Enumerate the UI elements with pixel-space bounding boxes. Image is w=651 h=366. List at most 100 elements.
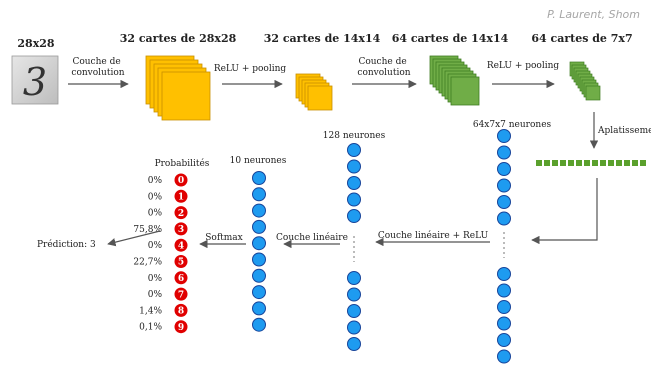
- neuron: [347, 320, 361, 335]
- neuron: [347, 304, 361, 318]
- op-linear1-label: Couche linéaire + ReLU: [378, 230, 489, 241]
- input-digit: 3: [23, 60, 47, 104]
- probability-row: 0%7: [148, 287, 188, 301]
- probability-row: 0% 1: [148, 189, 188, 203]
- op-flatten-label: Aplatissement: [597, 126, 651, 136]
- digit-label: 6: [178, 274, 184, 284]
- op-conv2-line2: convolution: [357, 68, 410, 78]
- neuron: [252, 268, 266, 283]
- conv2-feature-maps: [429, 55, 480, 106]
- digit-badge: [174, 222, 188, 236]
- pool2-feature-maps: [569, 61, 601, 101]
- probability-row: 0% 4: [148, 238, 188, 252]
- probability-row: 0,1% 9: [139, 320, 188, 334]
- neuron: [252, 317, 266, 332]
- neuron: [347, 192, 361, 207]
- digit-badge: [174, 255, 188, 268]
- digit-label: 4: [178, 241, 184, 251]
- prediction-label: Prédiction: 3: [37, 239, 96, 250]
- digit-badge: [174, 189, 188, 203]
- neuron: [347, 143, 361, 157]
- flattened-vector: [536, 160, 646, 166]
- neuron: [347, 176, 361, 190]
- neuron: [347, 287, 361, 302]
- probability-row: 0% 6: [148, 271, 188, 285]
- flat-block: [536, 160, 542, 166]
- neuron: [252, 219, 266, 234]
- op-conv1-label: Couche de convolution: [71, 57, 124, 78]
- neuron: [497, 267, 511, 281]
- neuron: [497, 316, 511, 331]
- conv1-maps-label: 32 cartes de 28x28: [120, 32, 237, 45]
- hidden-neuron-column: [347, 143, 361, 351]
- probability-value: 22,7%: [133, 258, 162, 268]
- digit-label: 5: [178, 258, 184, 268]
- op-pool2-label: ReLU + pooling: [487, 61, 560, 71]
- digit-badge: [174, 238, 188, 252]
- digit-label: 0: [178, 176, 184, 186]
- digit-badge: [174, 206, 188, 220]
- flat-block: [544, 160, 550, 166]
- neuron: [497, 283, 511, 298]
- arrow-flat-to-column: [531, 178, 598, 245]
- flat-neuron-column: [497, 129, 511, 364]
- neuron: [347, 337, 361, 351]
- arrow-prediction: [107, 230, 161, 247]
- neuron: [497, 162, 511, 176]
- flat-block: [632, 160, 638, 166]
- flat-block: [616, 160, 622, 166]
- neuron: [252, 187, 266, 202]
- neuron: [497, 129, 511, 143]
- flat-block: [592, 160, 598, 166]
- credit-text: P. Laurent, Shom: [547, 8, 640, 21]
- input-size-label: 28x28: [17, 37, 55, 50]
- neuron: [497, 300, 511, 314]
- output-layer-label: 10 neurones: [230, 156, 287, 166]
- hidden-layer-label: 128 neurones: [323, 131, 386, 141]
- digit-label: 1: [178, 193, 184, 203]
- digit-badge: [174, 173, 188, 187]
- digit-label: 8: [178, 307, 184, 317]
- pool1-maps-label: 32 cartes de 14x14: [264, 32, 381, 45]
- op-softmax-label: Softmax: [205, 233, 243, 243]
- output-neuron-column: [252, 171, 266, 332]
- op-conv2-label: Couche de convolution: [357, 57, 410, 78]
- probabilities-list: 0%00%10%275,8%30%422,7%50%60%71,4%80,1%9: [133, 173, 188, 334]
- digit-badge: [174, 320, 188, 334]
- neuron: [252, 236, 266, 251]
- neuron: [497, 178, 511, 193]
- neuron: [252, 203, 266, 218]
- probability-value: 0%: [148, 241, 163, 251]
- neuron: [497, 195, 511, 209]
- op-conv2-line1: Couche de: [358, 57, 406, 67]
- neuron: [252, 285, 266, 300]
- op-conv1-line2: convolution: [71, 68, 124, 78]
- probability-value: 0%: [148, 192, 163, 202]
- neuron: [347, 159, 361, 174]
- digit-label: 9: [178, 323, 184, 333]
- probability-value: 1,4%: [139, 306, 162, 316]
- flat-block: [600, 160, 606, 166]
- flat-block: [576, 160, 582, 166]
- flat-block: [584, 160, 590, 166]
- probabilities-header: Probabilités: [155, 158, 210, 169]
- digit-label: 2: [178, 209, 184, 219]
- probability-value: 0%: [148, 274, 163, 284]
- op-linear2-label: Couche linéaire: [276, 232, 348, 243]
- flat-block: [608, 160, 614, 166]
- probability-row: 0% 0: [148, 173, 188, 187]
- neuron: [252, 301, 266, 316]
- probability-row: 1,4% 8: [139, 303, 188, 317]
- flat-layer-label: 64x7x7 neurones: [473, 120, 552, 130]
- probability-value: 0%: [148, 176, 163, 186]
- digit-badge: [174, 287, 188, 301]
- probability-value: 0,1%: [139, 323, 162, 333]
- probability-value: 0%: [148, 290, 163, 300]
- pool2-maps-label: 64 cartes de 7x7: [531, 32, 632, 45]
- neuron: [252, 252, 266, 267]
- conv1-feature-maps: [145, 55, 211, 121]
- flat-block: [560, 160, 566, 166]
- conv2-maps-label: 64 cartes de 14x14: [392, 32, 509, 45]
- neuron: [497, 145, 511, 160]
